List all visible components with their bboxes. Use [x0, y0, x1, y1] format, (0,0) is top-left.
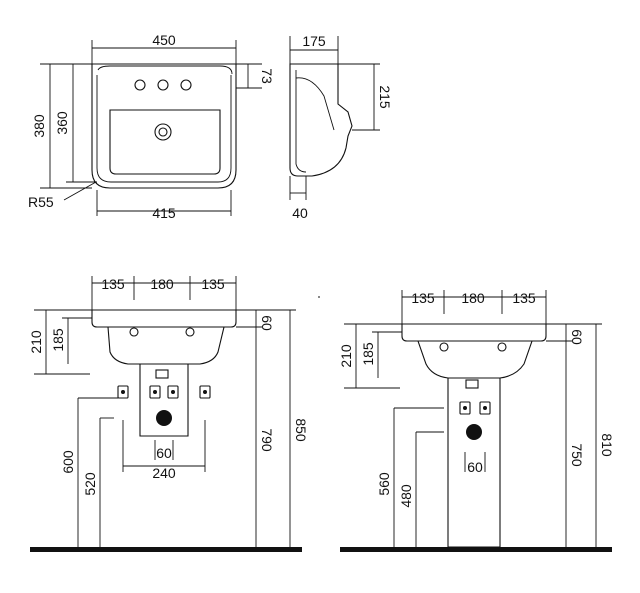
pedestal-basin-rim — [401, 323, 547, 342]
dim-rim-height: 73 — [259, 68, 275, 84]
tap-hole-icon — [180, 79, 192, 91]
dim-left-offset: 135 — [101, 276, 125, 292]
dim-supply-height: 480 — [398, 484, 414, 508]
dim-rim-thickness: 60 — [569, 329, 585, 345]
pedestal-column — [447, 377, 501, 548]
dim-corner-radius: R55 — [28, 194, 54, 210]
dim-side-height: 215 — [377, 85, 393, 109]
fixing-hole-icon — [129, 327, 139, 337]
dim-center-span: 180 — [150, 276, 174, 292]
valve-icon — [117, 385, 129, 399]
dim-width: 450 — [152, 32, 176, 48]
dim-inlet-spacing: 60 — [156, 445, 172, 461]
tap-hole-icon — [134, 79, 146, 91]
top-view-outline — [91, 63, 237, 189]
semi-basin-bowl — [107, 326, 225, 365]
dim-bowl-depth: 360 — [54, 111, 70, 135]
dim-center-span: 180 — [461, 290, 485, 306]
top-view-bowl — [109, 109, 221, 175]
top-view-inner-edge — [96, 75, 232, 183]
inlet-icon — [459, 401, 471, 415]
dim-left-offset: 135 — [411, 290, 435, 306]
pedestal-basin-bowl — [417, 340, 533, 379]
inlet-icon — [479, 401, 491, 415]
semi-pedestal — [139, 363, 189, 437]
floor-line — [30, 547, 302, 552]
dim-side-depth: 175 — [302, 33, 326, 49]
dim-inlet-spacing: 60 — [467, 459, 483, 475]
dim-rim-thickness: 60 — [259, 315, 275, 331]
dim-right-offset: 135 — [201, 276, 225, 292]
inlet-icon — [149, 385, 161, 399]
fixing-hole-icon — [439, 342, 449, 352]
dim-supply-height: 520 — [82, 472, 98, 496]
waste-icon — [466, 424, 482, 440]
semi-basin-rim — [91, 309, 237, 328]
pedestal-view: 135 180 135 210 185 560 480 60 60 750 81… — [338, 290, 615, 552]
dim-rim-height-floor: 790 — [259, 428, 275, 452]
dim-total-depth: 380 — [31, 114, 47, 138]
valve-icon — [199, 385, 211, 399]
waste-icon — [156, 410, 172, 426]
inlet-icon — [167, 385, 179, 399]
semi-pedestal-view: 135 180 135 210 185 600 520 60 240 60 79… — [28, 276, 309, 552]
dim-total-height: 210 — [28, 330, 44, 354]
dim-total-height: 210 — [338, 344, 354, 368]
drain-inner-icon — [158, 127, 168, 137]
dim-waste-height: 600 — [60, 450, 76, 474]
dim-waste-height: 560 — [376, 472, 392, 496]
dim-top-height-floor: 810 — [599, 433, 615, 457]
top-view: 450 415 380 360 73 R55 — [28, 32, 275, 221]
top-view-rim — [97, 65, 233, 75]
dim-side-thickness: 40 — [292, 205, 308, 221]
dim-rim-height-floor: 750 — [569, 443, 585, 467]
tap-hole-icon — [157, 79, 169, 91]
fixing-hole-icon — [497, 342, 507, 352]
dim-bowl-height: 185 — [360, 342, 376, 366]
dim-inner-width: 415 — [152, 205, 176, 221]
dim-right-offset: 135 — [512, 290, 536, 306]
fixing-hole-icon — [185, 327, 195, 337]
dim-top-height-floor: 850 — [293, 418, 309, 442]
dim-bowl-height: 185 — [50, 328, 66, 352]
drain-icon — [154, 123, 172, 141]
side-view-outline — [289, 63, 353, 177]
floor-line — [340, 547, 612, 552]
dim-fixing-spacing: 240 — [152, 465, 176, 481]
side-view: 175 215 40 — [289, 33, 393, 221]
